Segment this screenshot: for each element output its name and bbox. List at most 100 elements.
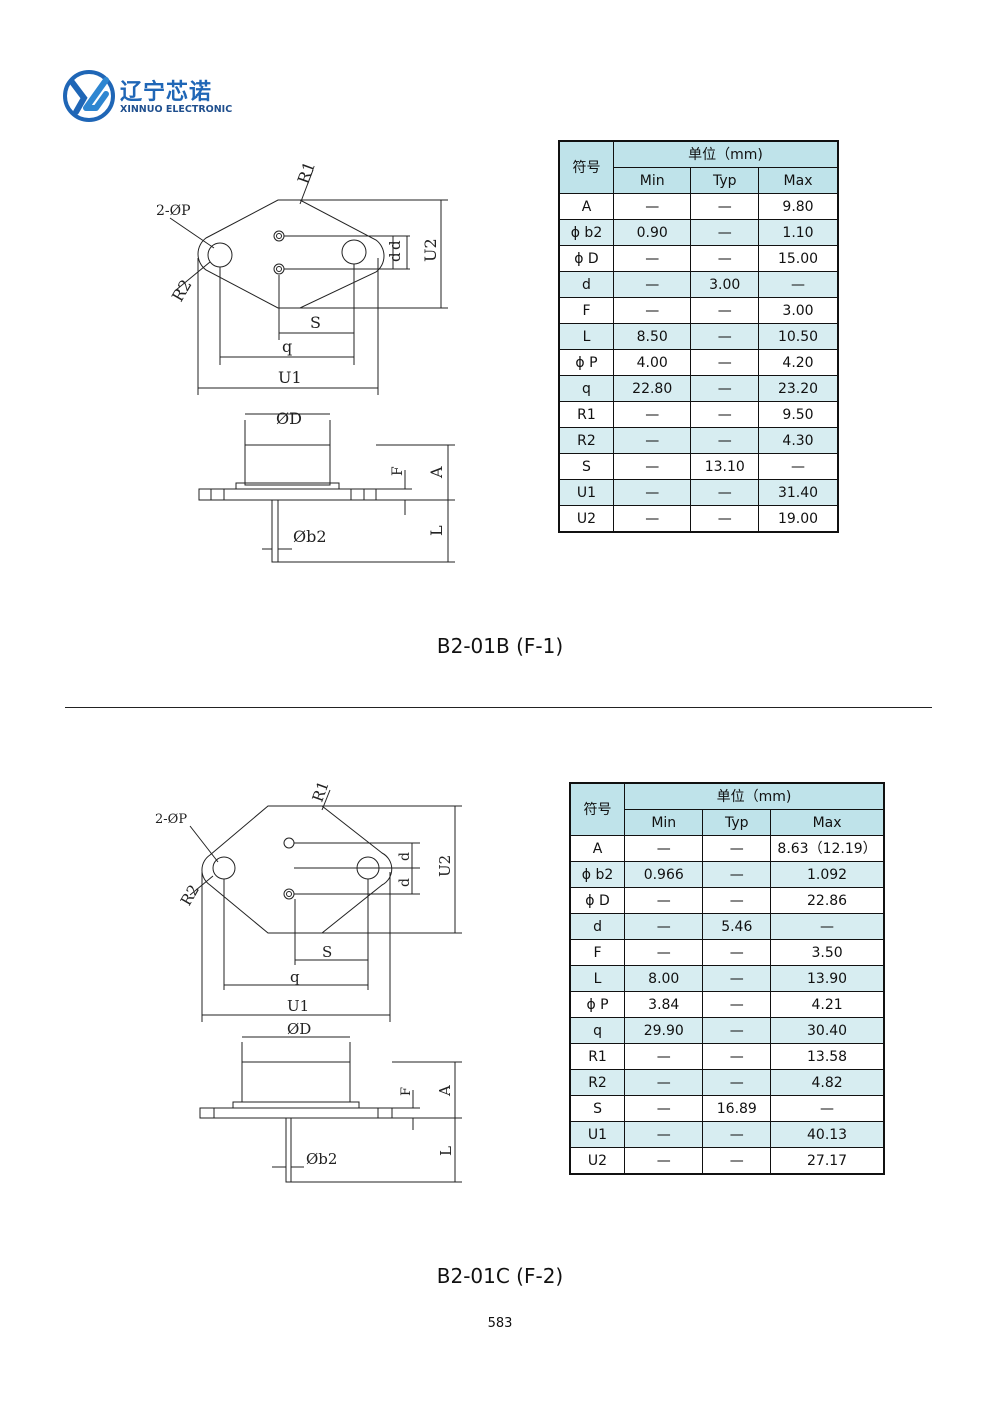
label-d-lower: d (386, 252, 404, 262)
cell-sym: ϕ P (558, 349, 614, 376)
cell-sym: U2 (569, 1147, 626, 1175)
cell-min: — (624, 939, 704, 966)
cell-min: 8.50 (612, 323, 692, 350)
cell-max: 22.86 (770, 887, 885, 914)
cell-sym: R1 (569, 1043, 626, 1070)
cell-typ: — (690, 245, 760, 272)
cell-typ: — (690, 349, 760, 376)
cell-sym: R1 (558, 401, 614, 428)
cell-typ: — (702, 965, 772, 992)
cell-sym: S (558, 453, 614, 480)
cell-max: — (758, 453, 839, 480)
cell-max: 4.30 (758, 427, 839, 454)
cell-sym: F (558, 297, 614, 324)
cell-typ: — (690, 401, 760, 428)
label-d-lower: d (397, 878, 413, 887)
cell-min: — (612, 297, 692, 324)
cell-typ: 3.00 (690, 271, 760, 298)
table-row: F——3.50 (569, 939, 885, 966)
cell-sym: R2 (558, 427, 614, 454)
cell-max: 4.82 (770, 1069, 885, 1096)
label-ob2: Øb2 (306, 1150, 337, 1168)
cell-sym: U1 (558, 479, 614, 506)
header-max: Max (770, 809, 885, 836)
cell-typ: — (690, 427, 760, 454)
cell-typ: — (702, 1069, 772, 1096)
table-row: R2——4.30 (558, 427, 839, 454)
cell-min: — (612, 427, 692, 454)
label-d-upper: d (397, 852, 413, 861)
header-max: Max (758, 167, 839, 194)
table-row: F——3.00 (558, 297, 839, 324)
table-row: U1——31.40 (558, 479, 839, 506)
table-row: d—3.00— (558, 271, 839, 298)
caption-f1: B2-01B (F-1) (436, 634, 564, 658)
cell-max: 4.20 (758, 349, 839, 376)
label-l: L (427, 525, 446, 536)
label-s: S (310, 313, 321, 332)
label-a: A (436, 1085, 454, 1097)
cell-typ: — (690, 323, 760, 350)
header-unit: 单位（mm) (612, 140, 839, 168)
cell-sym: F (569, 939, 626, 966)
table-row: U1——40.13 (569, 1121, 885, 1148)
xinnuo-logo-icon (63, 70, 115, 122)
cell-min: 8.00 (624, 965, 704, 992)
package-drawing-f1: R1 2-ØP R2 d d U2 S q U1 ØD F A Øb2 L (140, 155, 470, 575)
header-symbol: 符号 (569, 782, 626, 836)
cell-min: — (612, 193, 692, 220)
table-row: A——9.80 (558, 193, 839, 220)
page-number: 583 (487, 1316, 513, 1331)
label-u1: U1 (287, 997, 309, 1015)
cell-sym: A (569, 835, 626, 862)
label-u2: U2 (421, 238, 440, 262)
cell-sym: S (569, 1095, 626, 1122)
table-row: R2——4.82 (569, 1069, 885, 1096)
table-row: U2——27.17 (569, 1147, 885, 1175)
cell-min: — (624, 1147, 704, 1175)
header-typ: Typ (702, 809, 772, 836)
cell-typ: — (690, 375, 760, 402)
table-row: d—5.46— (569, 913, 885, 940)
cell-max: — (758, 271, 839, 298)
cell-typ: — (702, 1017, 772, 1044)
cell-typ: — (690, 297, 760, 324)
cell-max: 3.50 (770, 939, 885, 966)
cell-sym: A (558, 193, 614, 220)
cell-typ: — (702, 1147, 772, 1175)
label-f: F (399, 1087, 414, 1096)
cell-max: 40.13 (770, 1121, 885, 1148)
header-symbol: 符号 (558, 140, 614, 194)
cell-max: 23.20 (758, 375, 839, 402)
label-r1: R1 (294, 159, 319, 186)
cell-sym: ϕ D (558, 245, 614, 272)
cell-typ: — (690, 193, 760, 220)
cell-min: 3.84 (624, 991, 704, 1018)
cell-max: 9.80 (758, 193, 839, 220)
label-u1: U1 (278, 368, 302, 387)
cell-max: 27.17 (770, 1147, 885, 1175)
cell-min: — (612, 401, 692, 428)
cell-min: 29.90 (624, 1017, 704, 1044)
cell-min: 22.80 (612, 375, 692, 402)
cell-min: — (612, 271, 692, 298)
label-ob2: Øb2 (293, 527, 327, 546)
cell-sym: d (569, 913, 626, 940)
cell-sym: R2 (569, 1069, 626, 1096)
header-typ: Typ (690, 167, 760, 194)
cell-typ: — (690, 479, 760, 506)
cell-min: — (624, 913, 704, 940)
cell-max: — (770, 913, 885, 940)
cell-sym: L (558, 323, 614, 350)
cell-typ: — (690, 219, 760, 246)
label-od: ØD (276, 409, 302, 428)
